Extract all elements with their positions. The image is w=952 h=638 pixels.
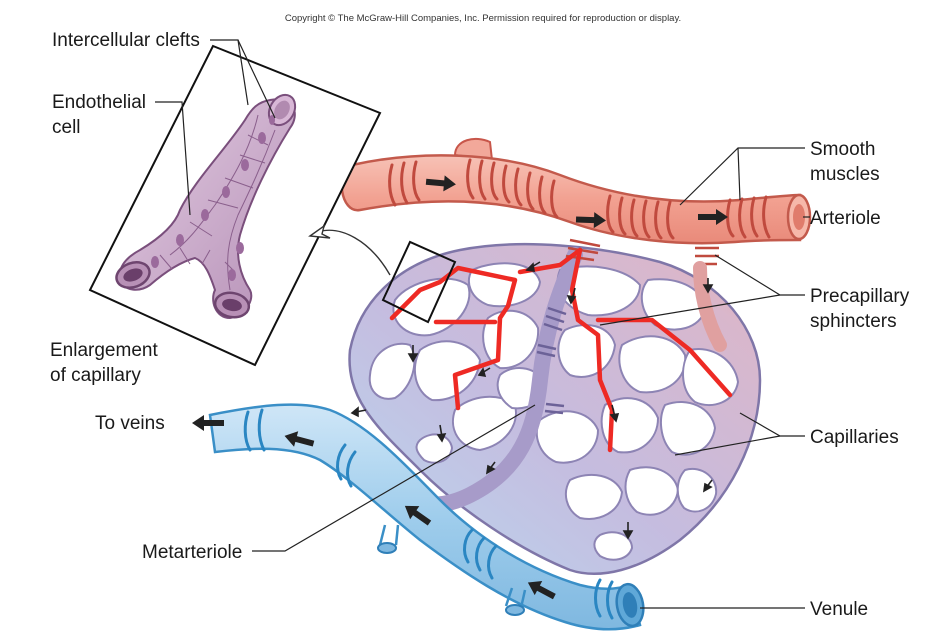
label-venule: Venule	[810, 599, 868, 620]
label-precapillary-line2: sphincters	[810, 311, 897, 332]
label-smooth-muscles-line2: muscles	[810, 164, 880, 185]
label-enlargement-line2: of capillary	[50, 365, 141, 386]
label-endothelial-cell-line2: cell	[52, 117, 81, 138]
label-arteriole: Arteriole	[810, 208, 881, 229]
label-precapillary-line1: Precapillary	[810, 286, 910, 307]
label-metarteriole: Metarteriole	[142, 542, 242, 563]
label-enlargement-line1: Enlargement	[50, 340, 158, 361]
label-endothelial-cell-line1: Endothelial	[52, 92, 146, 113]
label-intercellular-clefts: Intercellular clefts	[52, 30, 200, 51]
label-to-veins: To veins	[95, 413, 165, 434]
copyright-notice: Copyright © The McGraw-Hill Companies, I…	[285, 13, 681, 24]
label-capillaries: Capillaries	[810, 427, 899, 448]
label-smooth-muscles-line1: Smooth	[810, 139, 875, 160]
